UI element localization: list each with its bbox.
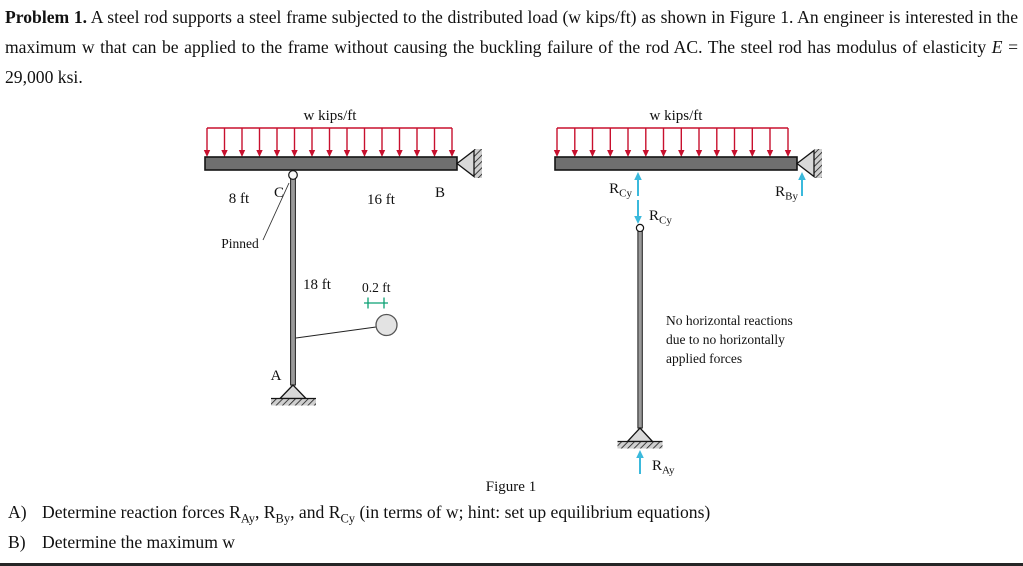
question-a-seg: Determine reaction forces R xyxy=(42,502,241,522)
dim-02ft-label: 0.2 ft xyxy=(362,280,391,295)
rcy-on-rod-arrow xyxy=(633,199,643,225)
question-b-text: Determine the maximum w xyxy=(42,532,235,552)
fixed-support-a-right xyxy=(617,427,663,449)
reaction-sub-by: By xyxy=(275,511,291,526)
left-beam xyxy=(204,156,458,171)
rod-free-body xyxy=(637,231,643,429)
dim-8ft-label: 8 ft xyxy=(229,191,250,207)
question-a-text: Determine reaction forces RAy, RBy, and … xyxy=(42,502,711,526)
note-line-3: applied forces xyxy=(666,351,742,366)
reaction-sub-ay: Ay xyxy=(240,511,255,526)
question-a-label: A) xyxy=(8,502,27,522)
right-distributed-load xyxy=(553,127,792,158)
right-diagram: w kips/ft RCy RCy RBy RAy No hor xyxy=(553,108,822,477)
pinned-label: Pinned xyxy=(221,236,259,251)
question-a-seg: (in terms of w; hint: set up equilibrium… xyxy=(355,502,711,522)
rcy-on-beam-arrow xyxy=(633,171,643,197)
rby-label: RBy xyxy=(775,184,798,203)
rod-cross-section xyxy=(375,313,398,337)
pinned-leader-line xyxy=(262,182,290,241)
no-horizontal-reactions-note: No horizontal reactions due to no horizo… xyxy=(666,313,793,366)
modulus-symbol: E xyxy=(991,37,1003,57)
diameter-dimension-marks xyxy=(364,297,388,309)
dim-18ft-label: 18 ft xyxy=(303,277,332,293)
pin-support-b-left xyxy=(455,149,482,178)
left-load-label: w kips/ft xyxy=(304,108,358,124)
right-beam xyxy=(554,156,798,171)
joint-a-label: A xyxy=(271,368,282,384)
dim-16ft-label: 16 ft xyxy=(367,192,396,208)
problem-number: Problem 1. xyxy=(5,7,88,27)
ray-arrow xyxy=(635,449,645,475)
pin-support-b-right xyxy=(795,149,822,178)
ray-label: RAy xyxy=(652,458,675,477)
reaction-sub-cy: Cy xyxy=(340,511,356,526)
question-b-label: B) xyxy=(8,532,26,552)
rod-ac xyxy=(290,173,296,386)
left-distributed-load xyxy=(203,127,456,158)
left-diagram: w kips/ft 8 ft C 16 ft B Pinned 18 ft 0.… xyxy=(203,108,482,406)
right-load-label: w kips/ft xyxy=(650,108,704,124)
window-bottom-edge xyxy=(0,563,1023,566)
fixed-support-a-left xyxy=(271,384,316,406)
note-line-2: due to no horizontally xyxy=(666,332,785,347)
modulus-value: = 29,000 ksi. xyxy=(5,37,1018,87)
figure-caption: Figure 1 xyxy=(486,479,536,495)
rcy-on-rod-label: RCy xyxy=(649,208,672,227)
note-line-1: No horizontal reactions xyxy=(666,313,793,328)
question-a: A) Determine reaction forces RAy, RBy, an… xyxy=(8,502,710,527)
rcy-on-beam-label: RCy xyxy=(609,181,632,200)
question-a-seg: , and R xyxy=(290,502,341,522)
rby-arrow xyxy=(797,171,807,197)
question-b: B) Determine the maximum w xyxy=(8,532,235,553)
cross-section-leader-line xyxy=(295,326,377,339)
figure-1-diagram: w kips/ft 8 ft C 16 ft B Pinned 18 ft 0.… xyxy=(203,108,822,495)
rod-top-pin xyxy=(635,223,645,233)
joint-b-label: B xyxy=(435,185,445,201)
pin-joint-c xyxy=(288,170,298,180)
problem-statement: Problem 1. A steel rod supports a steel … xyxy=(5,2,1018,92)
question-a-seg: , R xyxy=(254,502,276,522)
problem-body: A steel rod supports a steel frame subje… xyxy=(5,7,1018,57)
joint-c-label: C xyxy=(274,185,284,201)
